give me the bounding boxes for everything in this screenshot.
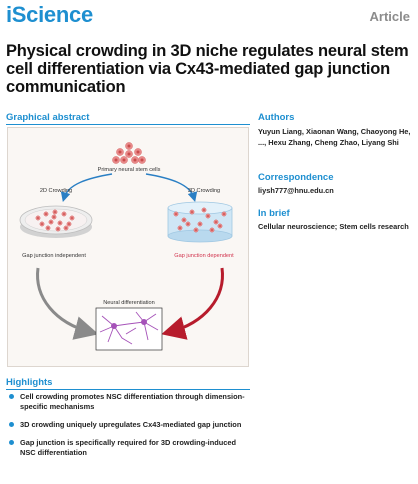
gel-cell-nucleus [215, 221, 217, 223]
highlights-heading: Highlights [6, 377, 53, 388]
highlight-text: Cell crowding promotes NSC differentiati… [20, 392, 245, 411]
highlight-text: 3D crowding uniquely upregulates Cx43-me… [20, 420, 242, 429]
gel-cell-nucleus [207, 215, 209, 217]
dish-cell-nucleus [41, 223, 43, 225]
correspondence-heading: Correspondence [258, 172, 334, 183]
graphical-abstract-figure: Primary neural stem cells 2D Crowding 3D… [7, 127, 249, 367]
stem-cell-nucleus [114, 158, 118, 162]
dish-cell-nucleus [68, 223, 70, 225]
gel-cell-nucleus [187, 223, 189, 225]
gel-cell-nucleus [191, 211, 193, 213]
primary-cell-cluster [112, 142, 146, 164]
authors-list: Yuyun Liang, Xiaonan Wang, Chaoyong He, … [258, 127, 411, 147]
graphical-abstract-rule [6, 124, 250, 125]
graphical-abstract-svg: Primary neural stem cells 2D Crowding 3D… [19, 142, 234, 351]
correspondence-email[interactable]: liysh777@hnu.edu.cn [258, 186, 334, 195]
stem-cell-nucleus [140, 158, 144, 162]
gap-junction-independent-label: Gap junction independent [22, 253, 86, 259]
paper-title: Physical crowding in 3D niche regulates … [6, 42, 409, 96]
arrow-2d-to-differentiation [36, 267, 99, 340]
gap-junction-dependent-label: Gap junction dependent [174, 253, 234, 259]
arrow-3d-to-differentiation [161, 267, 224, 340]
gel-cell-nucleus [223, 213, 225, 215]
bullet-icon [9, 394, 14, 399]
dish-cell-nucleus [57, 228, 59, 230]
stem-cell-nucleus [118, 150, 122, 154]
stem-cell-nucleus [127, 144, 131, 148]
gel-cell-nucleus [175, 213, 177, 215]
gel-cell-nucleus [183, 219, 185, 221]
stem-cell-nucleus [133, 158, 137, 162]
dish-cell-nucleus [54, 211, 56, 213]
graphical-abstract-heading: Graphical abstract [6, 112, 90, 123]
dish-2d [19, 205, 93, 238]
in-brief-heading: In brief [258, 208, 290, 219]
dish-cell-nucleus [37, 217, 39, 219]
gel-cell-nucleus [219, 225, 221, 227]
article-type-label: Article [369, 9, 410, 24]
gel-cell-nucleus [179, 227, 181, 229]
in-brief-text: Cellular neuroscience; Stem cells resear… [258, 222, 409, 231]
dish-cell-nucleus [65, 227, 67, 229]
dish-cell-nucleus [71, 217, 73, 219]
stem-cell-nucleus [122, 158, 126, 162]
bullet-icon [9, 422, 14, 427]
dish-cell-nucleus [63, 213, 65, 215]
highlights-list: Cell crowding promotes NSC differentiati… [6, 392, 252, 466]
highlight-item: Cell crowding promotes NSC differentiati… [6, 392, 252, 412]
stem-cell-nucleus [136, 150, 140, 154]
gel-cell-nucleus [211, 229, 213, 231]
highlights-rule [6, 389, 250, 390]
label-2d-crowding: 2D Crowding [40, 188, 72, 194]
highlight-item: Gap junction is specifically required fo… [6, 438, 252, 458]
branch-arrow-right [145, 173, 198, 203]
dish-cell-nucleus [45, 213, 47, 215]
gel-cell-nucleus [195, 229, 197, 231]
neuron-illustration [95, 307, 163, 351]
dish-cell-nucleus [53, 216, 55, 218]
journal-logo: iScience [6, 2, 93, 27]
label-3d-crowding: 3D Crowding [188, 188, 220, 194]
dish-cell-nucleus [47, 227, 49, 229]
dish-cell-nucleus [59, 222, 61, 224]
neural-differentiation-label: Neural differentiation [103, 300, 155, 306]
gel-3d [167, 201, 233, 243]
bullet-icon [9, 440, 14, 445]
primary-cells-label: Primary neural stem cells [98, 167, 161, 173]
stem-cell-nucleus [127, 152, 131, 156]
dish-cell-nucleus [50, 221, 52, 223]
authors-heading: Authors [258, 112, 295, 123]
highlight-item: 3D crowding uniquely upregulates Cx43-me… [6, 420, 252, 430]
highlight-text: Gap junction is specifically required fo… [20, 438, 237, 457]
branch-arrow-left [60, 173, 113, 203]
gel-cell-nucleus [199, 223, 201, 225]
gel-cell-nucleus [203, 209, 205, 211]
